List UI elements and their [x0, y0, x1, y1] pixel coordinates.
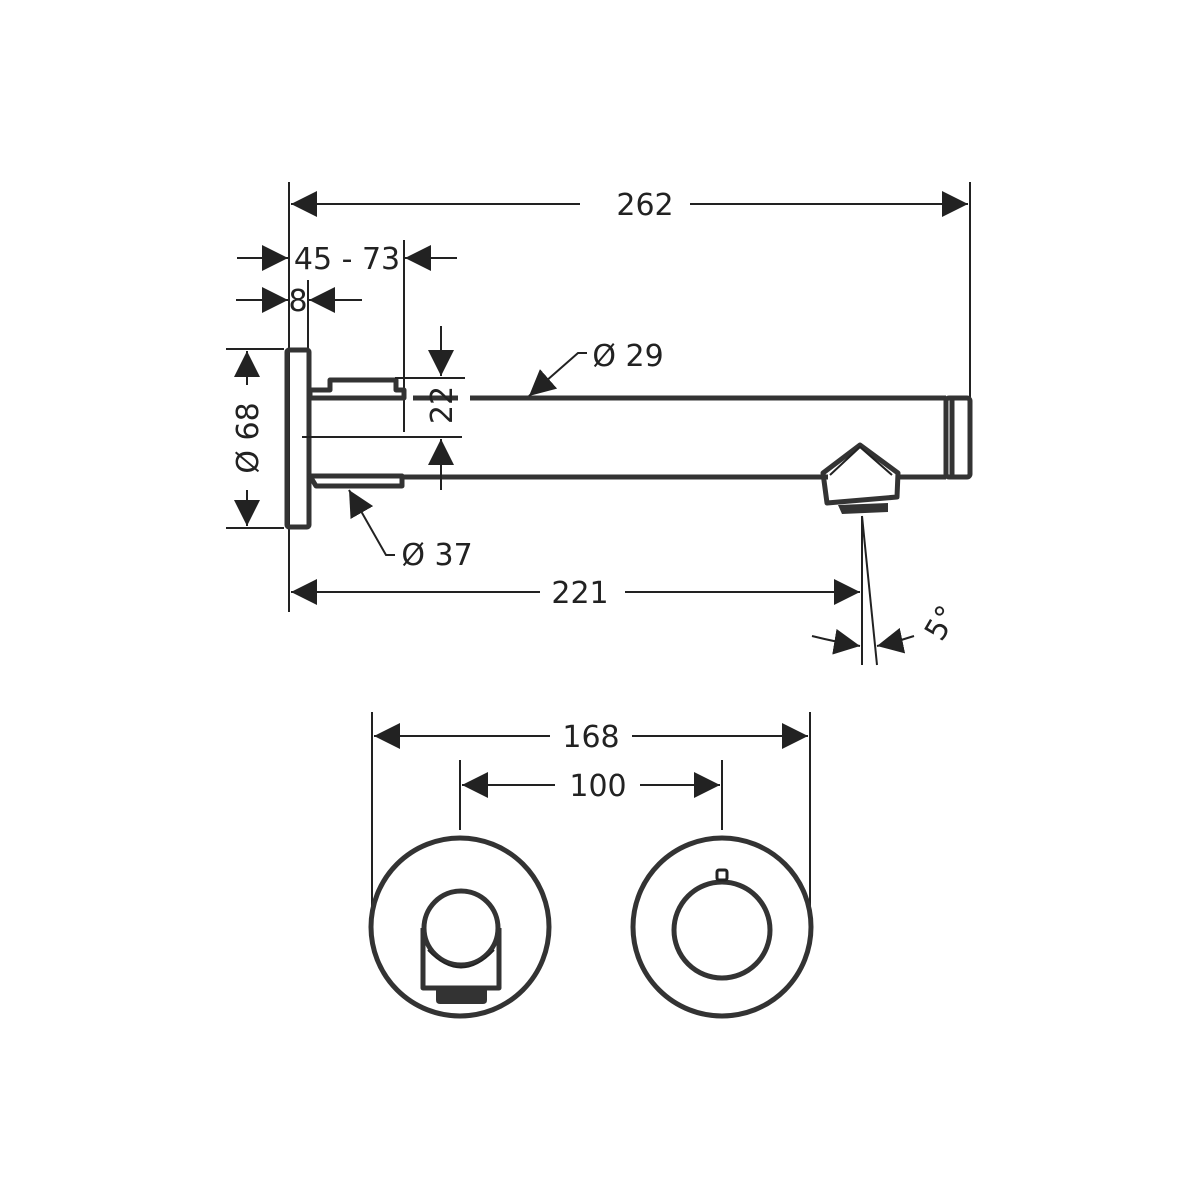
handle-indicator: [715, 868, 729, 882]
handle-front-view: [630, 835, 814, 1019]
dimension-outlet-projection: 221: [291, 515, 878, 666]
dimension-centre-offset: 22: [395, 326, 465, 490]
spout-side-view: [284, 347, 973, 530]
dimension-overall-width: 168: [371, 712, 811, 925]
outlet-body: [820, 442, 901, 506]
dimension-plate-diameter: Ø 68: [226, 348, 284, 529]
label-168: 168: [562, 720, 619, 755]
wall-plate: [284, 347, 312, 530]
end-cap: [943, 395, 973, 480]
label-d29: Ø 29: [592, 339, 663, 374]
label-221: 221: [551, 576, 608, 611]
dimension-outlet-angle: 5°: [811, 600, 965, 655]
label-100: 100: [569, 769, 626, 804]
dimension-overall-length: 262: [288, 182, 971, 612]
label-d68: Ø 68: [231, 402, 266, 473]
label-22: 22: [425, 386, 460, 424]
label-5deg: 5°: [918, 600, 965, 647]
label-262: 262: [616, 188, 673, 223]
lower-sleeve: [307, 473, 405, 489]
label-d37: Ø 37: [401, 538, 472, 573]
upper-sleeve: [307, 377, 407, 401]
dimension-wall-depth: 45 - 73: [237, 240, 457, 432]
label-8: 8: [288, 284, 307, 319]
dimension-spout-diameter: Ø 29: [528, 339, 664, 397]
dimension-centre-distance: 100: [459, 760, 723, 830]
aerator-front: [436, 990, 487, 1004]
spout-front-view: [368, 835, 552, 1019]
dimension-sleeve-diameter: Ø 37: [348, 489, 473, 573]
dimension-plate-thickness: 8: [236, 280, 362, 348]
aerator: [838, 503, 888, 514]
label-45-73: 45 - 73: [294, 242, 400, 277]
